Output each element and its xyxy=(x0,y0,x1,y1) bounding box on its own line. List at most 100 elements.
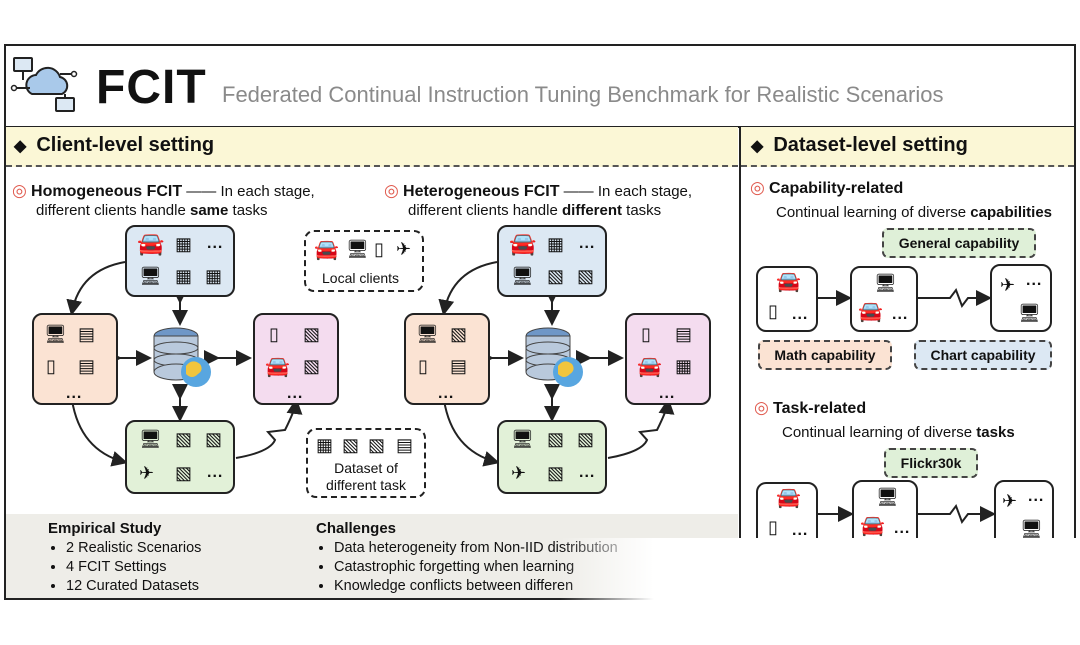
list-item: 12 Curated Datasets xyxy=(66,577,201,596)
legend-dataset: ▦ ▧ ▧ ▤ Dataset of different task xyxy=(306,428,426,498)
client-level-heading-text: Client-level setting xyxy=(36,134,215,156)
client-node-top: 🚘 ▦ ... 🖥 ▦ ▦ xyxy=(125,225,235,297)
image-doc-icon: ▧ xyxy=(577,266,595,286)
phone-icon: ▯ xyxy=(418,356,428,376)
capability-desc-line: Continual learning of diverse capabiliti… xyxy=(776,204,1052,221)
airplane-icon: ✈ xyxy=(139,463,155,483)
ellipsis: ... xyxy=(207,464,224,481)
image-text-icon: ▧ xyxy=(368,435,386,455)
page-subtitle: Federated Continual Instruction Tuning B… xyxy=(222,82,944,107)
monitor-icon: 🖥 xyxy=(1020,519,1043,539)
client-node-right-hetero: ▯ ▤ 🚘 ▦ ... xyxy=(625,313,711,405)
image-doc-icon: ▧ xyxy=(175,463,193,483)
homogeneous-title: Homogeneous FCIT xyxy=(31,183,183,200)
target-icon: ◎ xyxy=(384,181,399,200)
airplane-icon: ✈ xyxy=(511,463,527,483)
monitor-icon: 🖥 xyxy=(511,429,534,449)
car-icon: 🚘 xyxy=(637,356,662,378)
homogeneous-title-line: ◎ Homogeneous FCIT —— In each stage, xyxy=(12,181,315,201)
task-title: Task-related xyxy=(773,400,867,417)
text-doc-icon: ▤ xyxy=(78,356,96,376)
phone-icon: ▯ xyxy=(768,517,778,537)
client-node-top-hetero: 🚘 ▦ ... 🖥 ▧ ▧ xyxy=(497,225,607,297)
task-desc: Continual learning of diverse xyxy=(782,424,977,441)
car-icon: 🚘 xyxy=(776,487,801,509)
task-stage-3: ✈ ... 🖥 xyxy=(994,480,1054,548)
tag-flickr30k: Flickr30k xyxy=(884,448,978,478)
ellipsis: ... xyxy=(1026,272,1043,289)
client-node-bottom: 🖥 ▧ ▧ ✈ ▧ ... xyxy=(125,420,235,494)
dataset-level-heading-text: Dataset-level setting xyxy=(773,134,968,156)
ellipsis: ... xyxy=(207,235,224,252)
legend-dataset-label: Dataset of different task xyxy=(326,460,406,493)
list-item: Knowledge conflicts between differen xyxy=(334,577,618,596)
heterogeneous-desc-3: tasks xyxy=(622,202,662,219)
capability-desc-bold: capabilities xyxy=(970,204,1052,221)
cloud-network-icon xyxy=(10,57,78,112)
client-node-right: ▯ ▧ 🚘 ▧ ... xyxy=(253,313,339,405)
monitor-icon: 🖥 xyxy=(874,273,897,293)
legend-local-clients: 🚘 🖥 ▯ ✈ Local clients xyxy=(304,230,424,292)
image-doc-icon: ▧ xyxy=(205,429,223,449)
heterogeneous-desc-2: different clients handle xyxy=(408,202,562,219)
phone-icon: ▯ xyxy=(374,239,384,259)
legend-local-clients-label: Local clients xyxy=(322,270,400,286)
ellipsis: ... xyxy=(892,306,909,323)
task-stage-1: 🚘 ▯ ... xyxy=(756,482,818,548)
ellipsis: ... xyxy=(792,522,809,539)
homogeneous-desc-bold: same xyxy=(190,202,229,219)
ellipsis: ... xyxy=(1028,488,1045,505)
tag-general-capability: General capability xyxy=(882,228,1036,258)
monitor-icon: 🖥 xyxy=(346,239,369,259)
list-item: Catastrophic forgetting when learning xyxy=(334,558,618,577)
monitor-icon: 🖥 xyxy=(876,487,899,507)
car-icon: 🚘 xyxy=(860,515,885,537)
ellipsis: ... xyxy=(287,385,304,402)
task-desc-line: Continual learning of diverse tasks xyxy=(782,424,1015,441)
image-doc-icon: ▦ xyxy=(175,234,193,254)
ellipsis: ... xyxy=(66,385,83,402)
capability-stage-2: 🖥 🚘 ... xyxy=(850,266,918,332)
image-doc-icon: ▧ xyxy=(342,435,360,455)
ellipsis: ... xyxy=(894,520,911,537)
challenges: Challenges Data heterogeneity from Non-I… xyxy=(316,520,618,596)
ellipsis: ... xyxy=(659,385,676,402)
image-text-icon: ▧ xyxy=(577,429,595,449)
ellipsis: ... xyxy=(579,235,596,252)
list-item: 2 Realistic Scenarios xyxy=(66,539,201,558)
phone-icon: ▯ xyxy=(46,356,56,376)
tag-math-capability: Math capability xyxy=(758,340,892,370)
homogeneous-desc-line: different clients handle same tasks xyxy=(36,202,268,219)
task-desc-bold: tasks xyxy=(976,424,1015,441)
image-doc-icon: ▧ xyxy=(547,463,565,483)
car-icon: 🚘 xyxy=(314,239,339,261)
car-icon: 🚘 xyxy=(137,231,165,256)
heterogeneous-desc-line: different clients handle different tasks xyxy=(408,202,661,219)
client-node-bottom-hetero: 🖥 ▧ ▧ ✈ ▧ ... xyxy=(497,420,607,494)
airplane-icon: ✈ xyxy=(1000,275,1016,295)
text-doc-icon: ▤ xyxy=(78,324,96,344)
heterogeneous-desc-1: In each stage, xyxy=(597,183,693,200)
car-icon: 🚘 xyxy=(776,271,801,293)
monitor-icon: 🖥 xyxy=(1018,303,1041,323)
fade-overlay xyxy=(560,538,1080,608)
image-text-icon: ▧ xyxy=(547,429,565,449)
image-doc-icon: ▧ xyxy=(175,429,193,449)
capability-title-line: ◎ Capability-related xyxy=(750,178,903,198)
list-item: 4 FCIT Settings xyxy=(66,558,201,577)
image-doc-icon: ▦ xyxy=(175,266,193,286)
image-doc-icon: ▧ xyxy=(547,266,565,286)
client-node-left: 🖥 ▤ ▯ ▤ ... xyxy=(32,313,118,405)
airplane-icon: ✈ xyxy=(1002,491,1018,511)
capability-stage-3: ✈ ... 🖥 xyxy=(990,264,1052,332)
airplane-icon: ✈ xyxy=(396,239,412,259)
image-doc-icon: ▦ xyxy=(205,266,223,286)
ellipsis: ... xyxy=(792,306,809,323)
target-icon: ◎ xyxy=(754,398,769,417)
homogeneous-desc-1: In each stage, xyxy=(220,183,315,200)
ellipsis: ... xyxy=(579,464,596,481)
page-title: FCIT xyxy=(96,61,207,114)
heterogeneous-desc-bold: different xyxy=(562,202,622,219)
phone-icon: ▯ xyxy=(641,324,651,344)
phone-icon: ▯ xyxy=(768,301,778,321)
